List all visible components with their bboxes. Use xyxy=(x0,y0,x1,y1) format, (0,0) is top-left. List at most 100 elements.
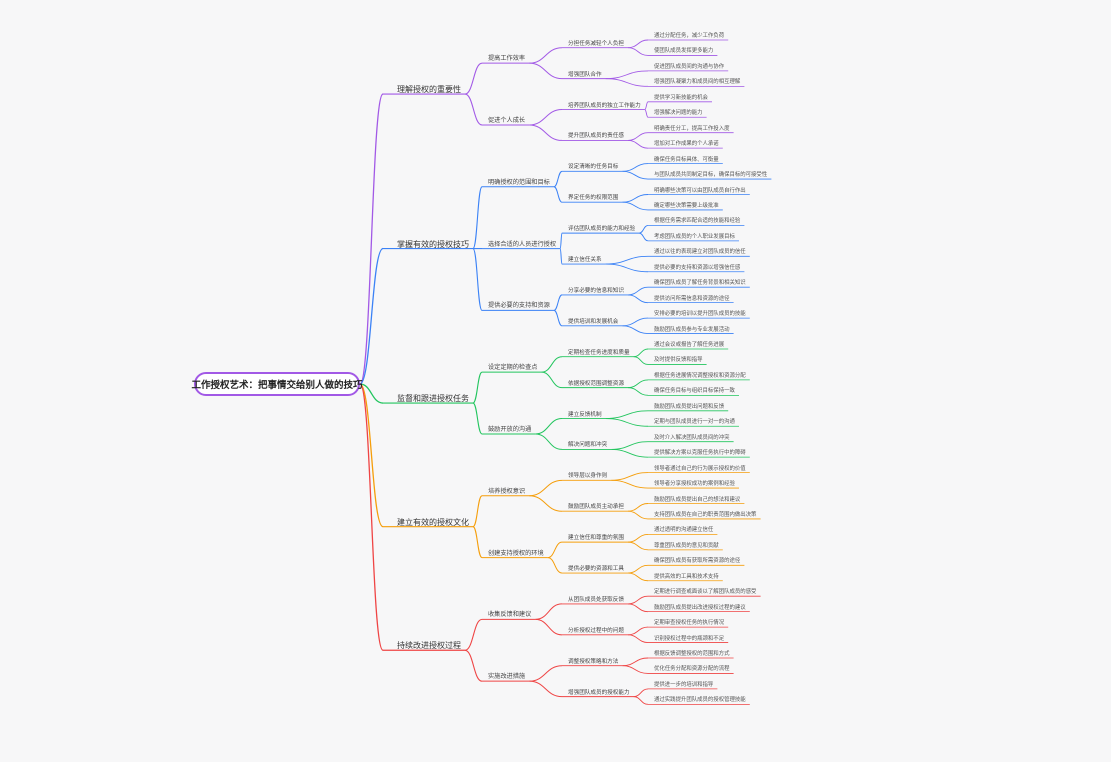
topic-level-4[interactable]: 通过会议或报告了解任务进展 xyxy=(654,342,725,348)
topic-level-4[interactable]: 促进团队成员间的沟通与协作 xyxy=(654,63,725,70)
topic-level-4[interactable]: 通过实践提升团队成员的授权管理技能 xyxy=(654,697,746,704)
topic-level-4[interactable]: 提供必要的支持和资源以增强信任感 xyxy=(654,264,741,271)
topic-level-4[interactable]: 鼓励团队成员提出自己的想法和建议 xyxy=(654,496,741,503)
topic-level-4[interactable]: 通过透明的沟通建立信任 xyxy=(654,527,714,534)
topic-level-2[interactable]: 鼓励开放的沟通 xyxy=(488,425,532,433)
topic-level-1[interactable]: 持续改进授权过程 xyxy=(397,641,461,651)
topic-level-2[interactable]: 设定定期的检查点 xyxy=(488,364,538,372)
topic-level-1[interactable]: 掌握有效的授权技巧 xyxy=(397,239,469,249)
connector-line xyxy=(464,62,483,95)
topic-level-4[interactable]: 优化任务分配和资源分配的流程 xyxy=(654,666,730,673)
topic-level-4[interactable]: 提供解决方案以克服任务执行中的障碍 xyxy=(654,450,746,457)
topic-level-3[interactable]: 提供必要的资源和工具 xyxy=(568,566,624,573)
topic-level-4[interactable]: 提供学习新技能的机会 xyxy=(654,94,708,101)
topic-level-4[interactable]: 定期审查授权任务的执行情况 xyxy=(654,620,725,627)
connector-line xyxy=(535,418,563,435)
topic-level-4[interactable]: 确定哪些决策需要上级批准 xyxy=(654,202,719,209)
topic-level-3[interactable]: 设定清晰的任务目标 xyxy=(568,164,619,171)
topic-level-4[interactable]: 及时介入解决团队成员间的冲突 xyxy=(654,434,730,441)
topic-level-2[interactable]: 创建支持授权的环境 xyxy=(488,549,544,557)
topic-level-4[interactable]: 使团队成员发挥更多能力 xyxy=(654,48,714,55)
topic-level-2[interactable]: 实施改进措施 xyxy=(488,673,526,681)
topic-level-3[interactable]: 分析授权过程中的问题 xyxy=(568,627,624,634)
topic-level-3[interactable]: 分担任务减轻个人负担 xyxy=(568,40,624,47)
topic-level-4[interactable]: 领导者通过自己的行为展示授权的价值 xyxy=(654,465,746,472)
connector-line xyxy=(605,263,649,273)
topic-level-4[interactable]: 与团队成员共同制定目标，确保目标的可接受性 xyxy=(654,172,768,179)
connector-line xyxy=(529,109,563,126)
topic-level-3[interactable]: 领导层以身作则 xyxy=(568,473,608,480)
connector-line xyxy=(627,139,649,149)
topic-level-4[interactable]: 提供高效的工具和技术支持 xyxy=(654,573,719,580)
connector-line xyxy=(605,78,649,87)
topic-level-4[interactable]: 提供访问所需信息和资源的途径 xyxy=(654,295,730,302)
topic-level-3[interactable]: 定期检查任务进度和质量 xyxy=(568,349,630,356)
topic-level-3[interactable]: 提升团队成员的责任感 xyxy=(568,133,624,140)
topic-level-1[interactable]: 理解授权的重要性 xyxy=(397,85,461,95)
topic-level-3[interactable]: 建立反馈机制 xyxy=(568,411,602,418)
topic-level-4[interactable]: 鼓励团队成员提出改进授权过程的建议 xyxy=(654,604,746,611)
topic-level-4[interactable]: 定期与团队成员进行一对一的沟通 xyxy=(654,419,735,426)
root-topic[interactable]: 工作授权艺术：把事情交给别人做的技巧 xyxy=(192,372,363,396)
topic-level-3[interactable]: 增强团队合作 xyxy=(568,71,602,78)
topic-level-3[interactable]: 提供培训和发展机会 xyxy=(568,318,619,325)
topic-level-3[interactable]: 分享必要的信息和知识 xyxy=(568,287,624,294)
topic-level-4[interactable]: 考虑团队成员的个人职业发展目标 xyxy=(654,233,735,240)
topic-level-2[interactable]: 提供必要的支持和资源 xyxy=(488,302,550,310)
topic-level-4[interactable]: 识别授权过程中的瓶颈和不足 xyxy=(654,635,725,642)
topic-level-4[interactable]: 提供进一步的培训和指导 xyxy=(654,681,714,688)
connector-line xyxy=(611,448,649,458)
connector-line xyxy=(472,495,483,528)
topic-level-4[interactable]: 通过以往的表现建立对团队成员的信任 xyxy=(654,249,746,256)
topic-level-4[interactable]: 领导者分享授权成功的案例和经验 xyxy=(654,481,735,488)
connector-line xyxy=(627,294,649,304)
topic-level-3[interactable]: 界定任务的权限范围 xyxy=(568,195,619,202)
topic-level-4[interactable]: 鼓励团队成员参与专业发展活动 xyxy=(654,326,730,333)
topic-level-4[interactable]: 明确责任分工，提高工作投入度 xyxy=(654,125,730,132)
topic-level-1[interactable]: 监督和跟进授权任务 xyxy=(397,394,469,404)
connector-line xyxy=(464,649,483,682)
topic-level-2[interactable]: 明确授权的范围和目标 xyxy=(488,178,550,186)
topic-level-2[interactable]: 提高工作效率 xyxy=(488,55,526,63)
topic-level-4[interactable]: 增强解决问题的能力 xyxy=(654,110,703,117)
topic-level-4[interactable]: 定期进行调查或面谈以了解团队成员的感受 xyxy=(654,589,757,596)
topic-level-3[interactable]: 从团队成员处获取反馈 xyxy=(568,596,624,603)
connector-line xyxy=(535,603,563,620)
connector-line xyxy=(633,356,649,365)
topic-level-4[interactable]: 确保任务目标具体、可衡量 xyxy=(654,156,719,163)
topic-level-2[interactable]: 培养授权意识 xyxy=(488,487,526,495)
topic-level-3[interactable]: 增强团队成员的授权能力 xyxy=(568,689,630,696)
topic-level-4[interactable]: 鼓励团队成员提出问题和反馈 xyxy=(654,403,725,410)
topic-level-4[interactable]: 及时提供反馈和指导 xyxy=(654,357,703,364)
connector-line xyxy=(359,247,384,385)
topic-level-3[interactable]: 依据授权范围调整资源 xyxy=(568,380,624,387)
topic-level-4[interactable]: 确保任务目标与组织目标保持一致 xyxy=(654,388,735,395)
topic-level-4[interactable]: 通过分配任务，减少工作负荷 xyxy=(654,33,725,39)
topic-level-4[interactable]: 确保团队成员了解任务背景和相关知识 xyxy=(654,280,746,287)
topic-level-4[interactable]: 明确哪些决策可以由团队成员自行作出 xyxy=(654,187,746,194)
topic-level-4[interactable]: 根据反馈调整授权的范围和方式 xyxy=(654,651,730,657)
topic-level-3[interactable]: 解决问题和冲突 xyxy=(568,442,608,449)
topic-level-4[interactable]: 确保团队成员有获取所需资源的途径 xyxy=(654,558,741,565)
topic-level-3[interactable]: 建立信任和尊重的氛围 xyxy=(568,535,624,542)
topic-level-4[interactable]: 增加对工作成果的个人承诺 xyxy=(654,141,719,148)
topic-level-3[interactable]: 建立信任关系 xyxy=(568,257,602,264)
topic-level-3[interactable]: 培养团队成员的独立工作能力 xyxy=(568,102,641,109)
topic-level-4[interactable]: 增强团队凝聚力和成员间的相互理解 xyxy=(654,79,741,86)
topic-level-4[interactable]: 尊重团队成员的意见和贡献 xyxy=(654,542,719,549)
topic-level-1[interactable]: 建立有效的授权文化 xyxy=(397,517,469,527)
topic-level-2[interactable]: 选择合适的人员进行授权 xyxy=(488,240,557,248)
topic-level-4[interactable]: 安排必要的培训以提升团队成员的技能 xyxy=(654,311,746,318)
topic-level-2[interactable]: 收集反馈和建议 xyxy=(488,611,532,619)
topic-level-2[interactable]: 促进个人成长 xyxy=(488,116,526,124)
topic-level-4[interactable]: 支持团队成员在自己的职责范围内做出决策 xyxy=(654,511,757,518)
topic-level-4[interactable]: 根据任务进展情况调整授权和资源分配 xyxy=(654,372,746,379)
topic-level-3[interactable]: 鼓励团队成员主动承担 xyxy=(568,504,624,511)
topic-level-3[interactable]: 评估团队成员的能力和经验 xyxy=(568,226,636,233)
topic-level-4[interactable]: 根据任务需求匹配合适的技能和经验 xyxy=(654,218,741,225)
connector-line xyxy=(622,194,649,203)
connector-line xyxy=(627,572,649,582)
topic-level-3[interactable]: 调整授权策略和方法 xyxy=(568,658,619,665)
connector-line xyxy=(644,101,649,110)
connector-line xyxy=(627,603,649,613)
